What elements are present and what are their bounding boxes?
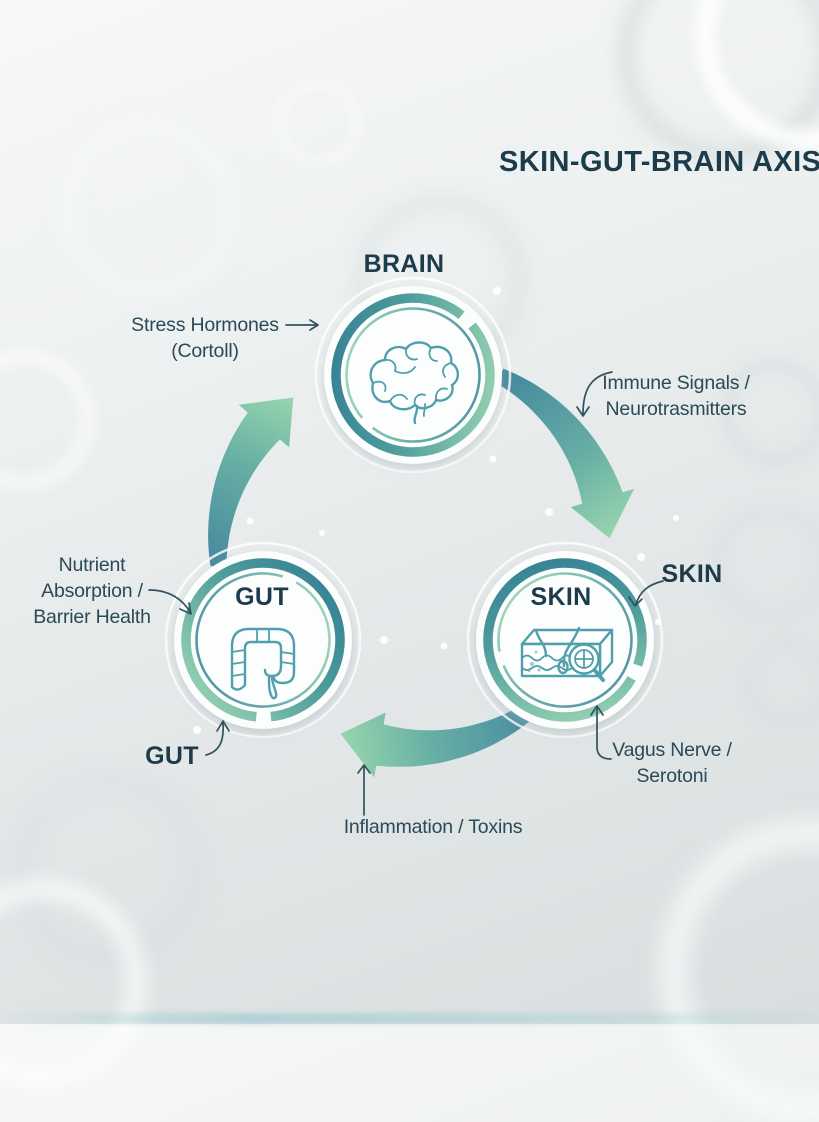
vagus-nerve-connector [590,705,612,760]
stress-hormones-line1: Stress Hormones [131,314,279,336]
intestine-icon [230,627,296,700]
immune-signals-line2: Neurotrasmitters [605,398,747,420]
brain-node-halo-ring [314,276,512,474]
decorative-dot [655,619,661,625]
inflammation-toxins-label: Inflammation / Toxins [343,816,523,838]
decorative-dot [673,515,679,521]
nutrient-absorption-label: Nutrient Absorption / Barrier Health [33,552,151,630]
decorative-dot [489,455,497,463]
immune-signals-arrow [576,371,613,417]
brain-icon [369,341,460,425]
decorative-dot [545,508,553,516]
stress-hormones-line2: (Cortoll) [171,340,239,362]
arrow-brain-to-skin [496,368,635,539]
gut-node [164,541,362,739]
immune-signals-line1: Immune Signals / [602,372,750,394]
page-title: SKIN-GUT-BRAIN AXIS [499,146,819,178]
vagus-nerve-line1: Vagus Nerve / [612,739,732,761]
skin-node [466,541,664,739]
skin-external-arrow [628,580,664,607]
brain-node-disc [324,286,502,464]
immune-signals-label: Immune Signals / Neurotrasmitters [602,370,750,422]
decorative-dot [380,636,388,644]
nutrient-absorption-arrow [148,589,192,615]
annotation-arrows [148,319,664,816]
skin-node-halo-ring [466,541,664,739]
gut-external-label: GUT [145,742,199,770]
skin-gut-brain-cycle-diagram [148,276,679,816]
decorative-dots [193,287,679,734]
gut-node-gradient-ring [181,558,345,722]
nutrient-absorption-line2: Absorption / [41,580,143,602]
bottom-tint [0,1013,819,1024]
gut-node-label: GUT [235,583,289,611]
vagus-nerve-line2: Serotoni [636,765,708,787]
arrow-skin-to-gut [340,700,540,778]
decorative-dot [319,530,325,536]
stress-hormones-label: Stress Hormones (Cortoll) [131,312,279,364]
brain-node-inner-ring [345,307,481,443]
skin-external-label: SKIN [661,560,723,588]
nutrient-absorption-line3: Barrier Health [33,606,151,628]
brain-node-label: BRAIN [363,250,445,278]
brain-node [314,276,512,474]
vagus-nerve-label: Vagus Nerve / Serotoni [612,737,732,789]
decorative-dot [246,517,254,525]
gut-external-arrow [205,720,230,756]
decorative-dot [493,287,501,295]
inflammation-arrow [357,764,371,816]
cycle-arrows [208,368,635,778]
decorative-dot [440,642,448,650]
arrow-gut-to-brain [208,397,294,567]
nutrient-absorption-line1: Nutrient [58,554,126,576]
gut-node-disc [174,551,352,729]
decorative-dot [193,726,201,734]
skin-magnifier-icon [520,626,614,682]
decorative-dot [637,553,645,561]
gut-node-halo-ring [164,541,362,739]
stress-hormones-arrow [285,319,319,331]
skin-node-label: SKIN [530,583,592,611]
